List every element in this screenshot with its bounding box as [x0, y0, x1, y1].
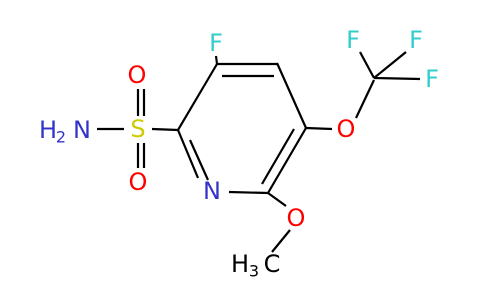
- bond-c5-f: [214, 55, 219, 65]
- bond-c5-ring: [203, 63, 218, 87]
- bond-o-cf3: [355, 79, 375, 119]
- atom-ch3-h-label: H: [231, 250, 249, 278]
- bond-n1-c6-inner: [188, 139, 210, 181]
- atom-o_s1-label: O: [128, 61, 147, 89]
- atom-o_me-label: O: [287, 204, 306, 232]
- atom-ch3-subscript: 3: [249, 262, 259, 281]
- bond-c2-o: [267, 192, 287, 207]
- bond-c-f-b: [373, 51, 407, 79]
- bond-c3-c2-inner: [261, 128, 295, 185]
- bond-c-f-c: [373, 76, 421, 81]
- atom-f5-label: F: [209, 29, 223, 57]
- atom-o_oc-label: O: [337, 115, 356, 143]
- atom-f_a-label: F: [346, 26, 360, 54]
- atom-ch3-c-label: C: [264, 250, 281, 278]
- bond-c2-n1: [228, 190, 269, 195]
- atom-f_c-label: F: [425, 65, 439, 93]
- atom-f_b-label: F: [409, 26, 423, 54]
- atom-nh2-h-label: H: [39, 116, 57, 144]
- bond-c3-c2: [267, 127, 307, 194]
- bond-c3-o: [305, 126, 333, 131]
- bond-c6-c5: [177, 85, 205, 131]
- bond-n1-c6: [176, 129, 200, 179]
- bond-o-ch3: [271, 229, 291, 253]
- bond-c-f-a: [359, 51, 375, 79]
- bond-c4-c3: [275, 62, 308, 129]
- bond-c6-s: [151, 127, 179, 132]
- atom-s-label: S: [130, 115, 145, 143]
- atom-nh2-subscript: 2: [56, 128, 66, 147]
- atom-o_s2-label: O: [129, 168, 148, 196]
- atom-nh2-n-label: N: [73, 116, 91, 144]
- atom-n1-label: N: [203, 177, 221, 205]
